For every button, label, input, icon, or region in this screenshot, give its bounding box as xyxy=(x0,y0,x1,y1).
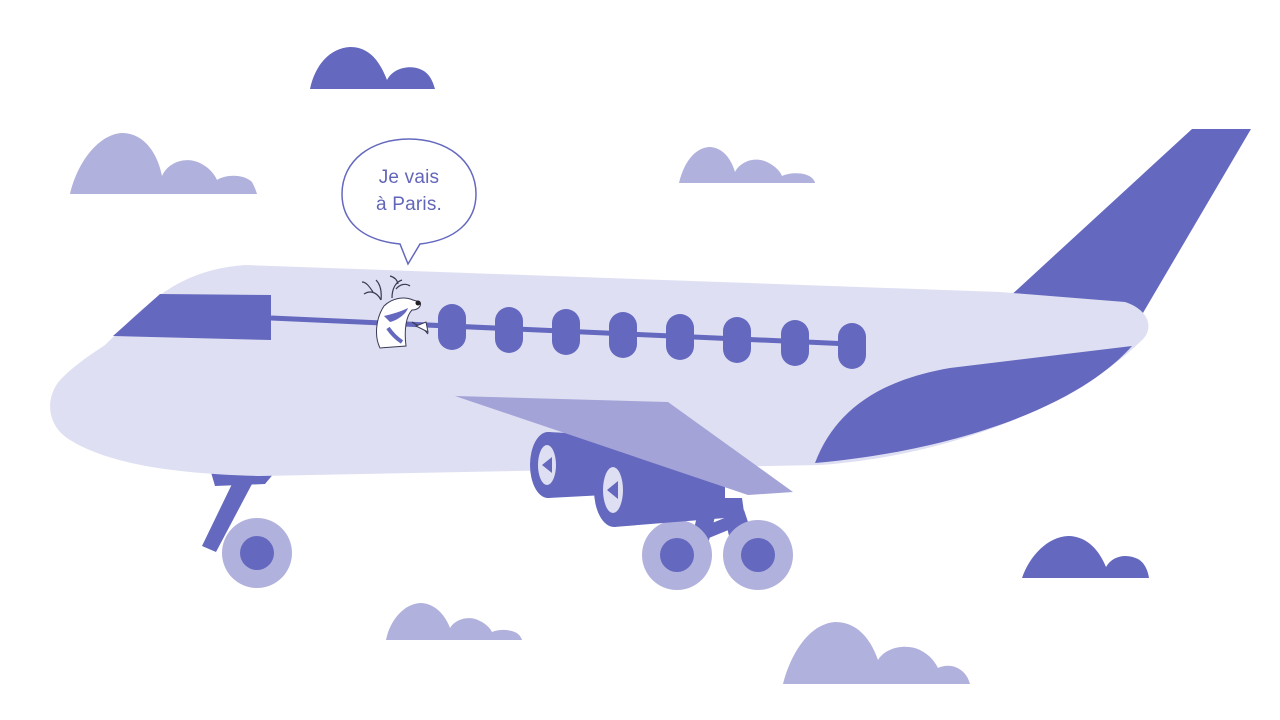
speech-bubble xyxy=(341,138,477,266)
engine-right-cone xyxy=(607,481,618,499)
speech-line-1: Je vais xyxy=(378,167,440,188)
tail-fin xyxy=(995,129,1251,318)
speech-line-2: à Paris. xyxy=(375,194,442,215)
window-2 xyxy=(495,307,523,353)
cloud-light-left xyxy=(70,133,257,194)
cloud-dark-top xyxy=(310,47,435,89)
window-6 xyxy=(723,317,751,363)
window-4 xyxy=(609,312,637,358)
cloud-light-bottom-right xyxy=(783,622,970,684)
cloud-dark-right xyxy=(1022,536,1149,578)
window-1 xyxy=(438,304,466,350)
window-3 xyxy=(552,309,580,355)
cloud-light-bottom-left xyxy=(386,603,522,640)
window-8 xyxy=(838,323,866,369)
engine-left-cone xyxy=(542,457,552,473)
main-gear-brace xyxy=(700,510,748,540)
speech-bubble-text: Je vais à Paris. xyxy=(342,164,476,218)
rear-wheel-hub xyxy=(240,536,274,570)
main-wheel-left-hub xyxy=(660,538,694,572)
wing xyxy=(455,396,793,495)
window-7 xyxy=(781,320,809,366)
tail-accent xyxy=(815,346,1132,463)
cloud-light-center xyxy=(679,147,815,183)
cockpit-window xyxy=(113,294,271,340)
rear-gear-strut xyxy=(202,484,252,552)
window-5 xyxy=(666,314,694,360)
deer-icon xyxy=(361,275,429,349)
main-wheel-right-hub xyxy=(741,538,775,572)
